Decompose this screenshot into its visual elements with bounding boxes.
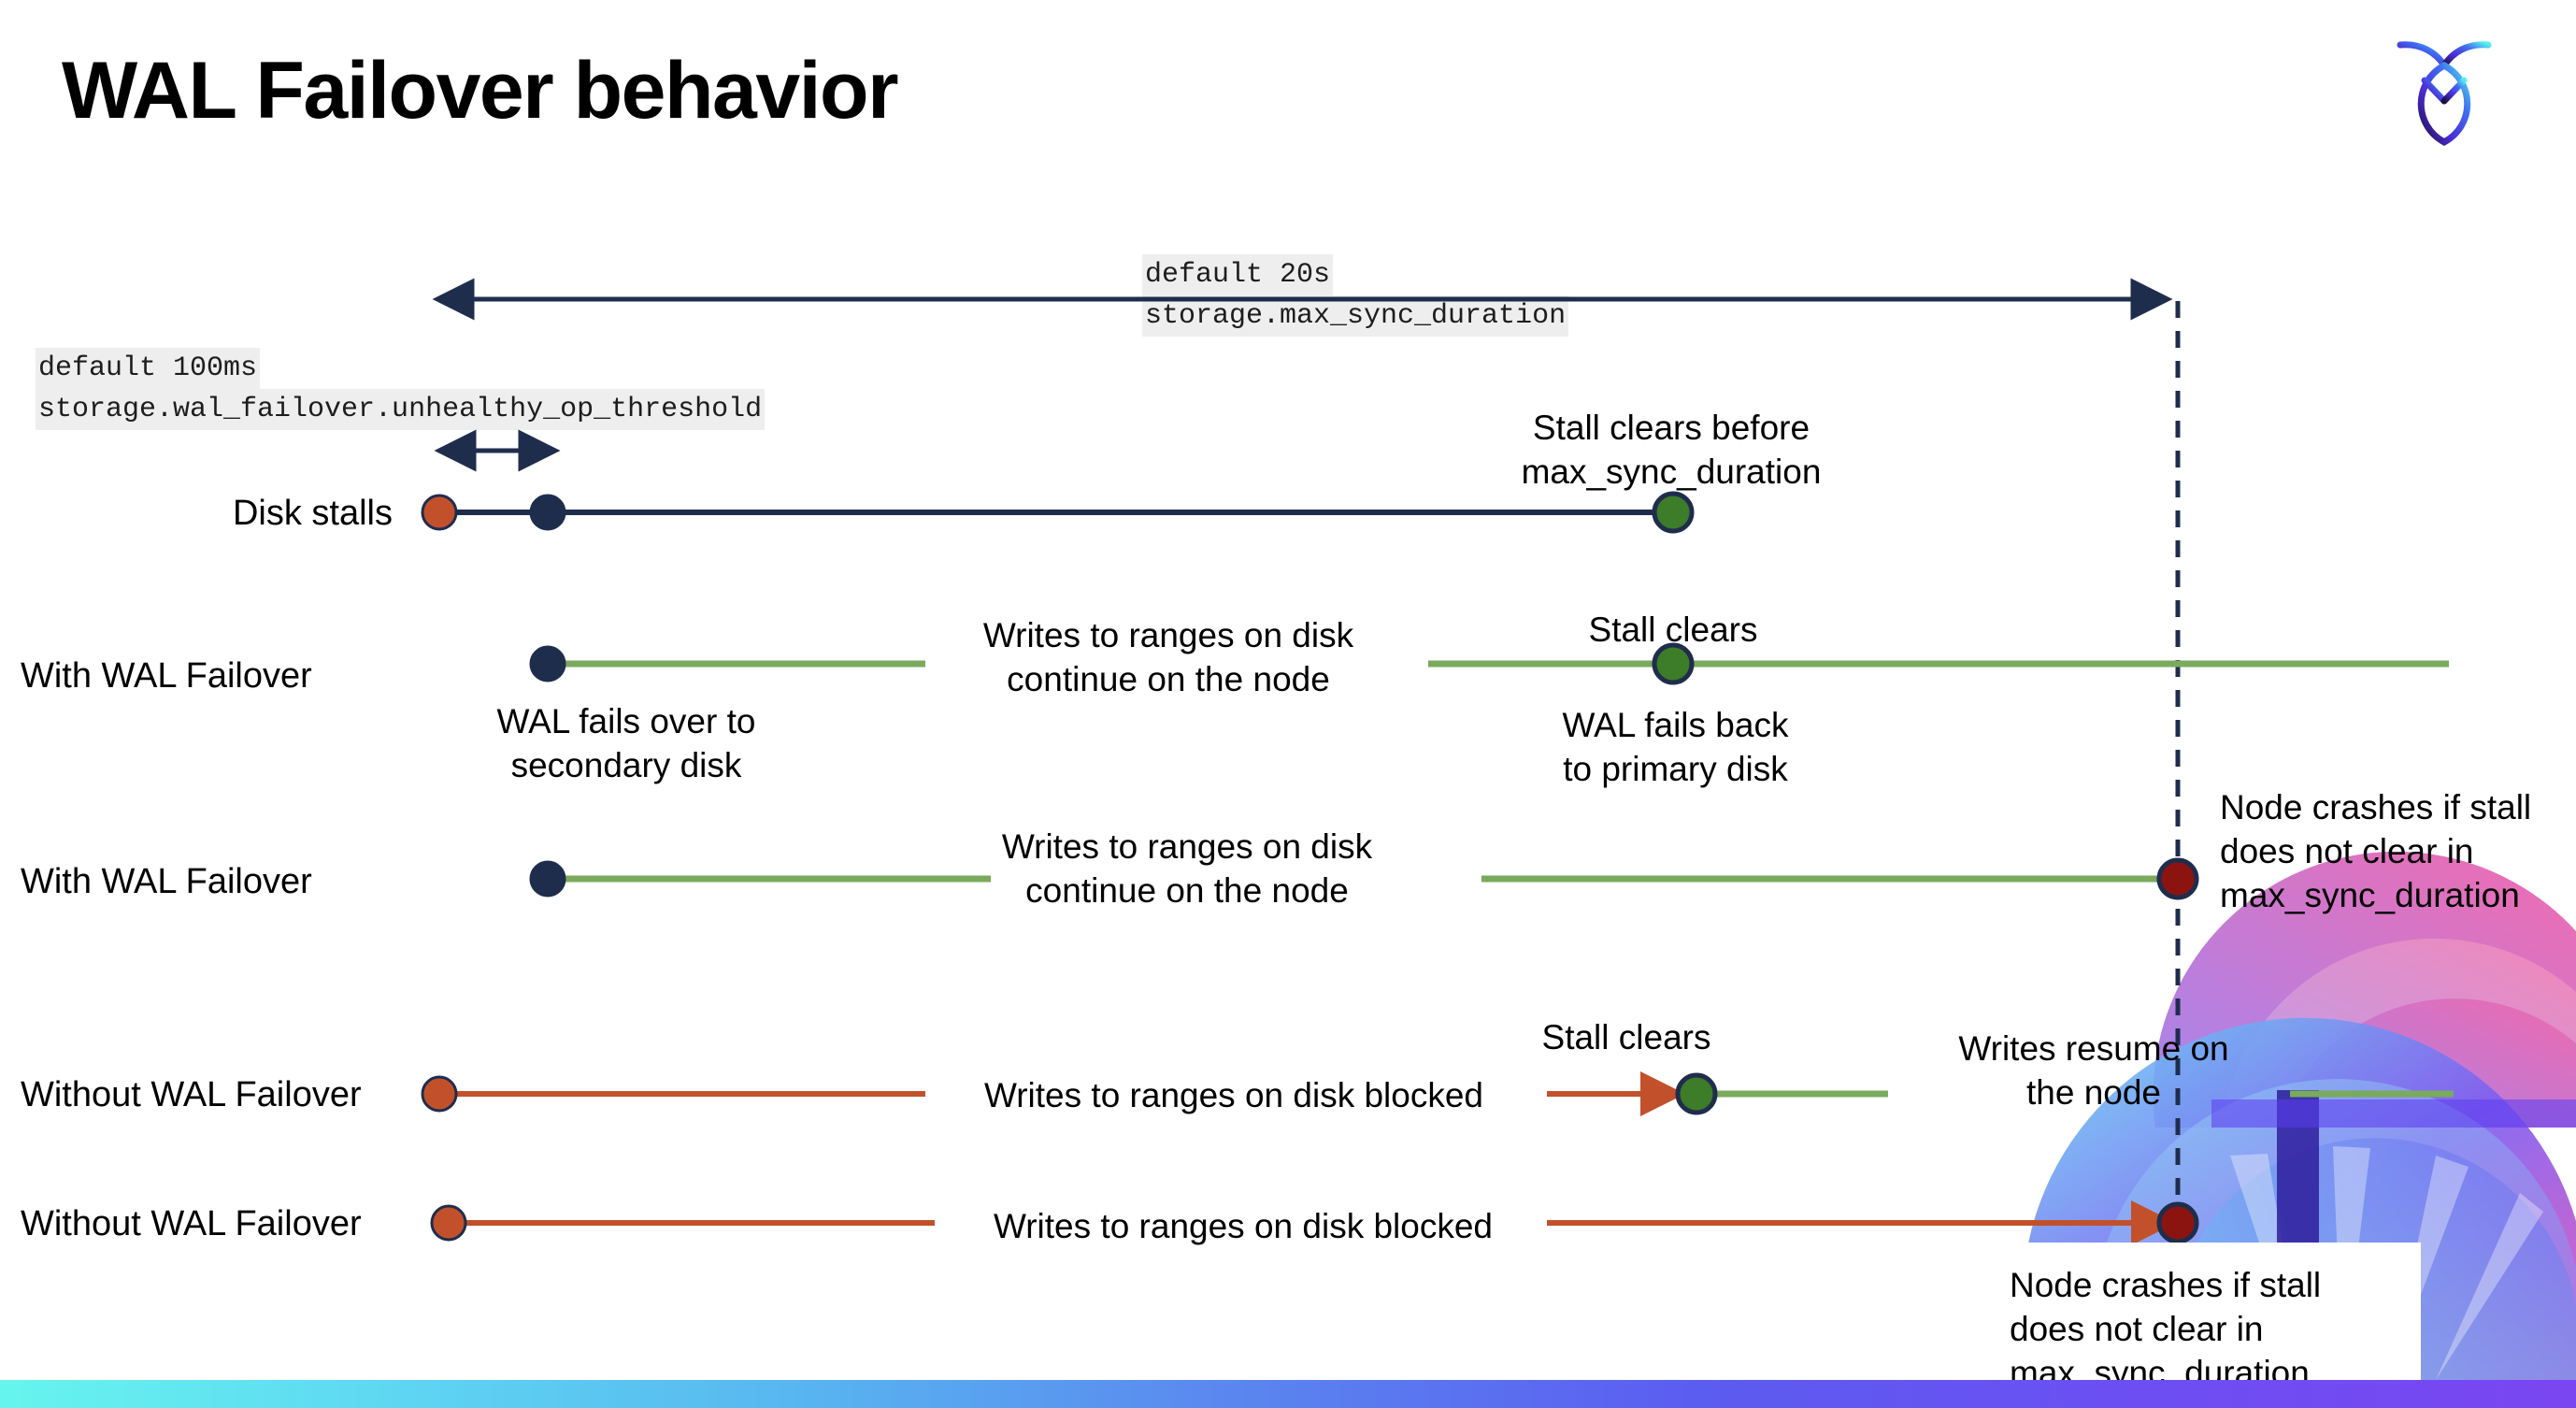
note-writes-resume-on-the-node: Writes resume on the node	[1958, 1029, 2229, 1112]
note-node-crashes-row3: Node crashes if stall does not clear in …	[2220, 788, 2532, 914]
note-wal-fails-over-to-secondary-disk: WAL fails over to secondary disk	[496, 702, 756, 784]
row-label-with-wal-failover-2: With WAL Failover	[21, 862, 312, 901]
note-stall-clears-before-max-sync: Stall clears before max_sync_duration	[1521, 409, 1822, 491]
green-dot-stall-clears-row2	[1652, 642, 1695, 685]
note-stall-clears-row4: Stall clears	[1541, 1018, 1711, 1056]
dark-red-dot-node-crash-row3	[2156, 857, 2199, 900]
note-stall-clears-row2: Stall clears	[1588, 611, 1758, 649]
unhealthy-op-default-value: default 100ms	[36, 348, 261, 389]
bottom-gradient-bar	[0, 1380, 2576, 1408]
row-label-disk-stalls: Disk stalls	[232, 494, 393, 533]
green-dot-stall-clears-row4	[1675, 1072, 1718, 1115]
note-writes-continue-row2: Writes to ranges on disk continue on the…	[982, 616, 1354, 698]
row-label-without-wal-failover-2: Without WAL Failover	[21, 1204, 362, 1243]
orange-dot-stall-begins-row4	[421, 1075, 458, 1113]
note-node-crashes-row5: Node crashes if stall does not clear in …	[2010, 1266, 2322, 1392]
green-dot-stall-clears-row1	[1652, 491, 1695, 534]
orange-dot-stall-begins-row5	[430, 1204, 467, 1242]
navy-dot-wal-fails-over-row3	[529, 860, 566, 898]
note-writes-continue-row3: Writes to ranges on disk continue on the…	[1001, 827, 1373, 910]
dark-red-dot-node-crash-row5	[2156, 1201, 2199, 1244]
cockroachdb-logo	[2393, 28, 2496, 150]
orange-dot-stall-begins	[421, 494, 458, 531]
unhealthy-op-setting-name: storage.wal_failover.unhealthy_op_thresh…	[36, 389, 766, 430]
note-writes-blocked-row4: Writes to ranges on disk blocked	[983, 1076, 1484, 1114]
row-label-with-wal-failover-1: With WAL Failover	[21, 656, 312, 696]
note-wal-fails-back-to-primary-disk: WAL fails back to primary disk	[1562, 706, 1789, 788]
page-title: WAL Failover behavior	[62, 46, 899, 136]
unhealthy-op-threshold-annotation: default 100ms storage.wal_failover.unhea…	[36, 348, 766, 430]
row-label-without-wal-failover-1: Without WAL Failover	[21, 1075, 362, 1114]
note-writes-blocked-row5: Writes to ranges on disk blocked	[993, 1207, 1494, 1245]
navy-dot-wal-fails-over-row2	[529, 645, 566, 682]
navy-dot-unhealthy-threshold-hit	[529, 494, 566, 531]
